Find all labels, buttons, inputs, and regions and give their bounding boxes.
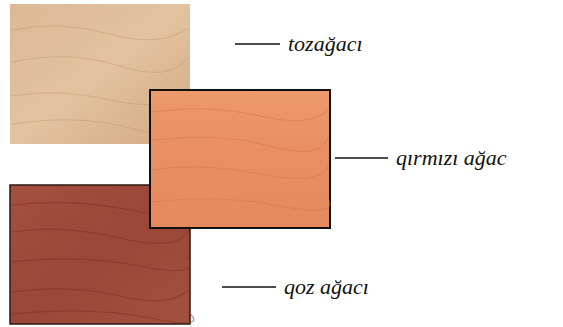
leader-line: [222, 286, 276, 288]
leader-line: [335, 157, 388, 159]
mahogany-swatch: [150, 90, 330, 228]
wood-label: qoz ağacı: [284, 274, 369, 300]
wood-label: tozağacı: [288, 31, 363, 57]
leader-line: [235, 43, 280, 45]
wood-label: qırmızı ağac: [396, 145, 507, 171]
